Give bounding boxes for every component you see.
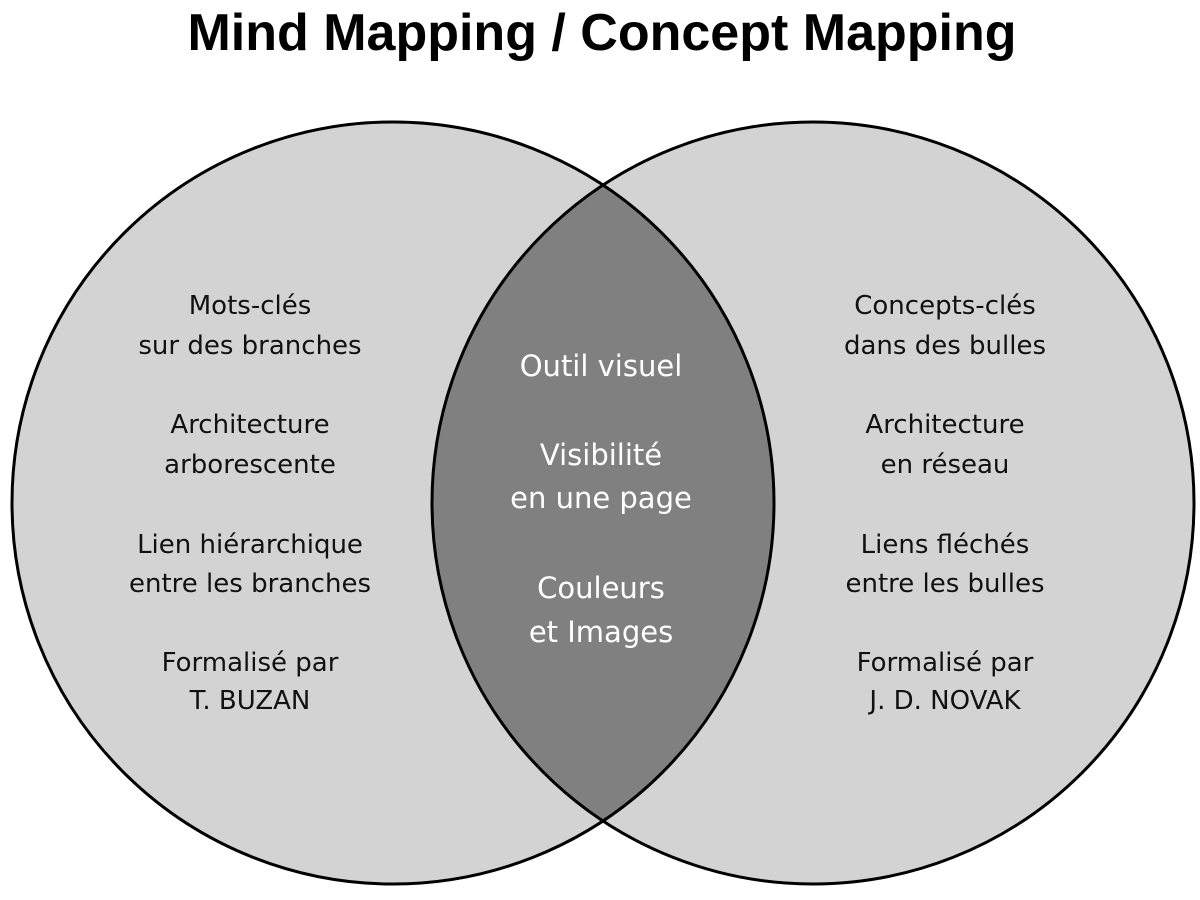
right-line: Formalisé par	[857, 648, 1034, 678]
left-circle-text: Mots-clés sur des branches Architecture …	[129, 291, 371, 716]
center-line: Outil visuel	[520, 349, 683, 383]
right-line: Concepts-clés	[854, 291, 1036, 321]
intersection-region	[432, 122, 774, 884]
left-line: Lien hiérarchique	[137, 530, 363, 560]
left-line: Architecture	[170, 410, 329, 440]
right-line: Architecture	[865, 410, 1024, 440]
diagram-title: Mind Mapping / Concept Mapping	[187, 4, 1016, 62]
left-line: Formalisé par	[162, 648, 339, 678]
left-circle-outline	[10, 120, 776, 886]
center-line: et Images	[529, 615, 673, 649]
right-line: entre les bulles	[845, 569, 1044, 599]
left-line: Mots-clés	[189, 291, 312, 321]
right-line: dans des bulles	[844, 331, 1046, 361]
center-line: Visibilité	[540, 438, 662, 472]
right-line: en réseau	[881, 450, 1010, 480]
center-line: Couleurs	[537, 571, 665, 605]
right-line: J. D. NOVAK	[867, 686, 1021, 716]
right-line: Liens fléchés	[861, 530, 1030, 560]
left-line: arborescente	[164, 450, 336, 480]
right-circle-outline	[430, 120, 1196, 886]
left-line: sur des branches	[138, 331, 361, 361]
right-circle-text: Concepts-clés dans des bulles Architectu…	[844, 291, 1046, 716]
center-text: Outil visuel Visibilité en une page Coul…	[510, 349, 692, 649]
left-line: entre les branches	[129, 569, 371, 599]
center-line: en une page	[510, 481, 692, 515]
left-line: T. BUZAN	[189, 686, 311, 716]
